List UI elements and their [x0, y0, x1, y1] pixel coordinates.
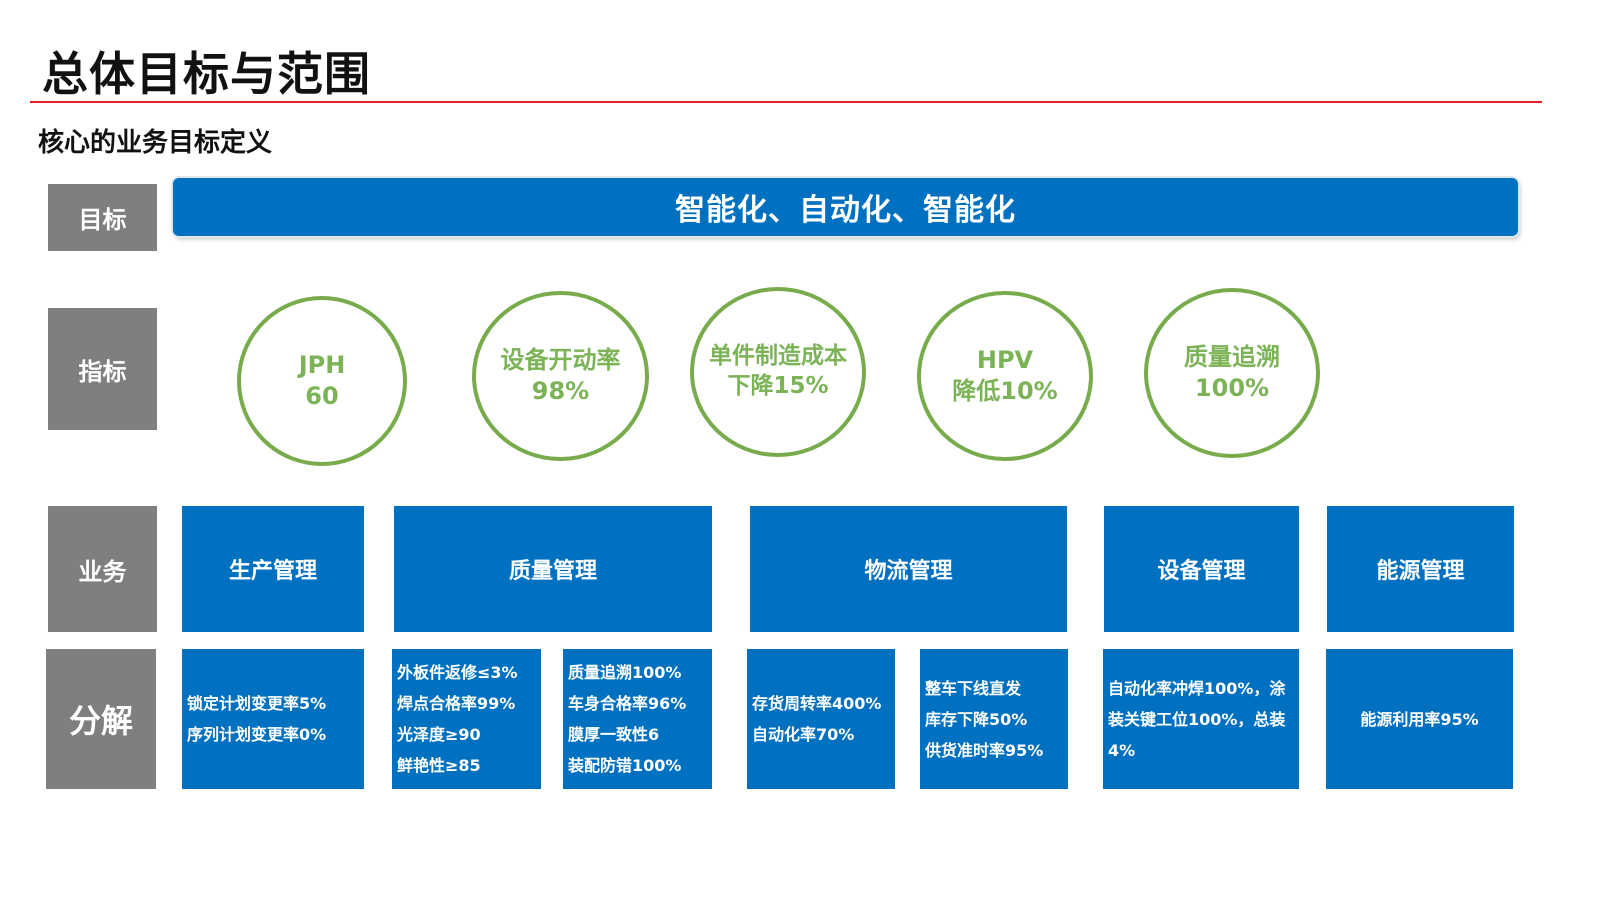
indicator-jph-circle: JPH 60	[237, 296, 407, 466]
business-equipment: 设备管理	[1104, 506, 1299, 632]
decomp-item: 鲜艳性≥85	[397, 756, 481, 775]
decomp-item: 自动化率70%	[752, 725, 855, 744]
decomp-quality-right: 质量追溯100% 车身合格率96% 膜厚一致性6 装配防错100%	[563, 649, 712, 789]
business-energy: 能源管理	[1327, 506, 1514, 632]
indicator-value: 降低10%	[952, 377, 1058, 405]
decomp-logistics-right: 整车下线直发 库存下降50% 供货准时率95%	[920, 649, 1068, 789]
decomp-quality-left: 外板件返修≤3% 焊点合格率99% 光泽度≥90 鲜艳性≥85	[392, 649, 541, 789]
indicator-uptime-circle: 设备开动率 98%	[472, 291, 649, 461]
indicator-label: JPH	[298, 350, 346, 379]
indicator-value: 100%	[1194, 374, 1270, 402]
decomp-item: 外板件返修≤3%	[397, 663, 518, 682]
decomp-item: 装关键工位100%，总装	[1108, 709, 1286, 729]
decomp-item: 存货周转率400%	[752, 694, 882, 713]
goal-banner: 智能化、自动化、智能化	[173, 178, 1518, 236]
decomp-item: 光泽度≥90	[397, 725, 481, 744]
page-title: 总体目标与范围	[42, 47, 371, 101]
decomp-item: 自动化率冲焊100%，涂	[1108, 678, 1286, 698]
title-divider	[30, 101, 1542, 103]
decomp-energy: 能源利用率95%	[1326, 649, 1513, 789]
decomp-item: 焊点合格率99%	[397, 694, 516, 713]
decomp-logistics-left: 存货周转率400% 自动化率70%	[747, 649, 895, 789]
decomp-item: 供货准时率95%	[925, 740, 1044, 760]
decomp-item: 库存下降50%	[925, 709, 1028, 729]
row-label-goal: 目标	[48, 184, 157, 251]
decomp-production: 锁定计划变更率5% 序列计划变更率0%	[182, 649, 364, 789]
business-logistics: 物流管理	[750, 506, 1067, 632]
indicator-label: 质量追溯	[1184, 342, 1280, 371]
row-label-business: 业务	[48, 506, 157, 632]
business-quality: 质量管理	[394, 506, 712, 632]
indicator-value: 98%	[531, 377, 590, 405]
business-production: 生产管理	[182, 506, 364, 632]
indicator-value: 60	[305, 382, 339, 410]
page-subtitle: 核心的业务目标定义	[38, 128, 273, 158]
indicator-hpv-circle: HPV 降低10%	[917, 291, 1093, 461]
indicator-label: 设备开动率	[500, 345, 621, 374]
indicator-value: 下降15%	[727, 373, 829, 399]
row-label-indicators: 指标	[48, 308, 157, 430]
decomp-item: 膜厚一致性6	[568, 725, 660, 744]
decomp-item: 质量追溯100%	[568, 663, 682, 682]
decomp-item: 能源利用率95%	[1360, 709, 1479, 729]
indicator-traceability-circle: 质量追溯 100%	[1144, 288, 1320, 458]
indicator-label: HPV	[976, 345, 1034, 374]
decomp-item: 序列计划变更率0%	[187, 725, 327, 744]
decomp-item: 车身合格率96%	[568, 694, 687, 713]
decomp-item: 整车下线直发	[925, 678, 1022, 698]
row-label-decomposition: 分解	[46, 649, 156, 789]
decomp-item: 4%	[1108, 740, 1136, 760]
indicator-label: 单件制造成本	[709, 343, 847, 370]
decomp-item: 装配防错100%	[568, 756, 682, 775]
indicator-cost-circle: 单件制造成本 下降15%	[690, 287, 866, 457]
decomp-item: 锁定计划变更率5%	[187, 694, 327, 713]
decomp-equipment: 自动化率冲焊100%，涂 装关键工位100%，总装 4%	[1103, 649, 1299, 789]
